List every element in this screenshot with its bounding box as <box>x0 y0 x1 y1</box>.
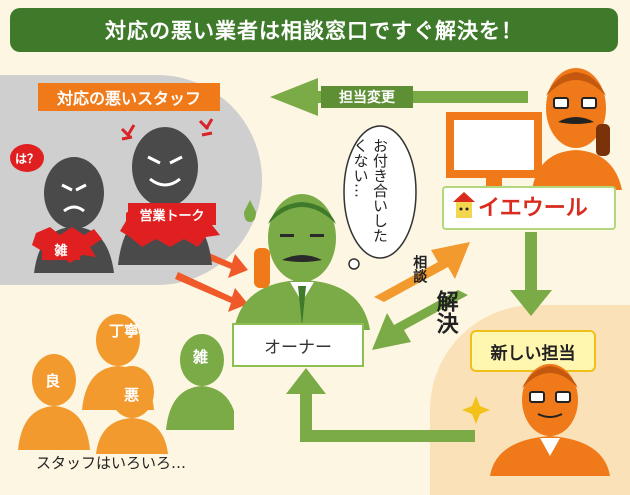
staff-group-figures <box>18 314 234 454</box>
owner-label: オーナー <box>232 323 364 367</box>
staff-caption: スタッフはいろいろ… <box>36 454 187 472</box>
arrow-left-head <box>270 78 318 116</box>
owner-thought-text: お付き合いしたくない… <box>351 138 390 243</box>
staff-tag-rough: 雑 <box>193 348 209 366</box>
staff-tag-polite: 丁寧 <box>109 322 140 340</box>
new-staff-figure <box>490 364 610 476</box>
resolve-arrow <box>372 290 468 350</box>
staff-tag-bad: 悪 <box>124 386 140 404</box>
bad-staff-label: 対応の悪いスタッフ <box>38 83 220 111</box>
consult-arrow <box>374 242 470 302</box>
resolve-label: 解決 <box>432 290 458 334</box>
owner-figure <box>234 194 370 330</box>
rough-tag: 雑 <box>42 238 80 260</box>
new-staff-label: 新しい担当 <box>470 330 596 372</box>
staff-tag-good: 良 <box>45 372 61 390</box>
company-logo-text: イエウール <box>478 196 588 221</box>
change-staff-label: 担当変更 <box>321 86 413 108</box>
consult-label: 相談 <box>411 255 428 283</box>
thought-bubble <box>343 125 417 270</box>
speech-bubble: は？ <box>10 144 44 172</box>
house-icon <box>453 192 475 218</box>
bad-staff-figures <box>32 118 220 273</box>
consultant-figure <box>446 68 622 190</box>
page-title: 対応の悪い業者は相談窓口ですぐ解決を！ <box>10 8 618 52</box>
sales-talk-tag: 営業トーク <box>128 203 216 225</box>
